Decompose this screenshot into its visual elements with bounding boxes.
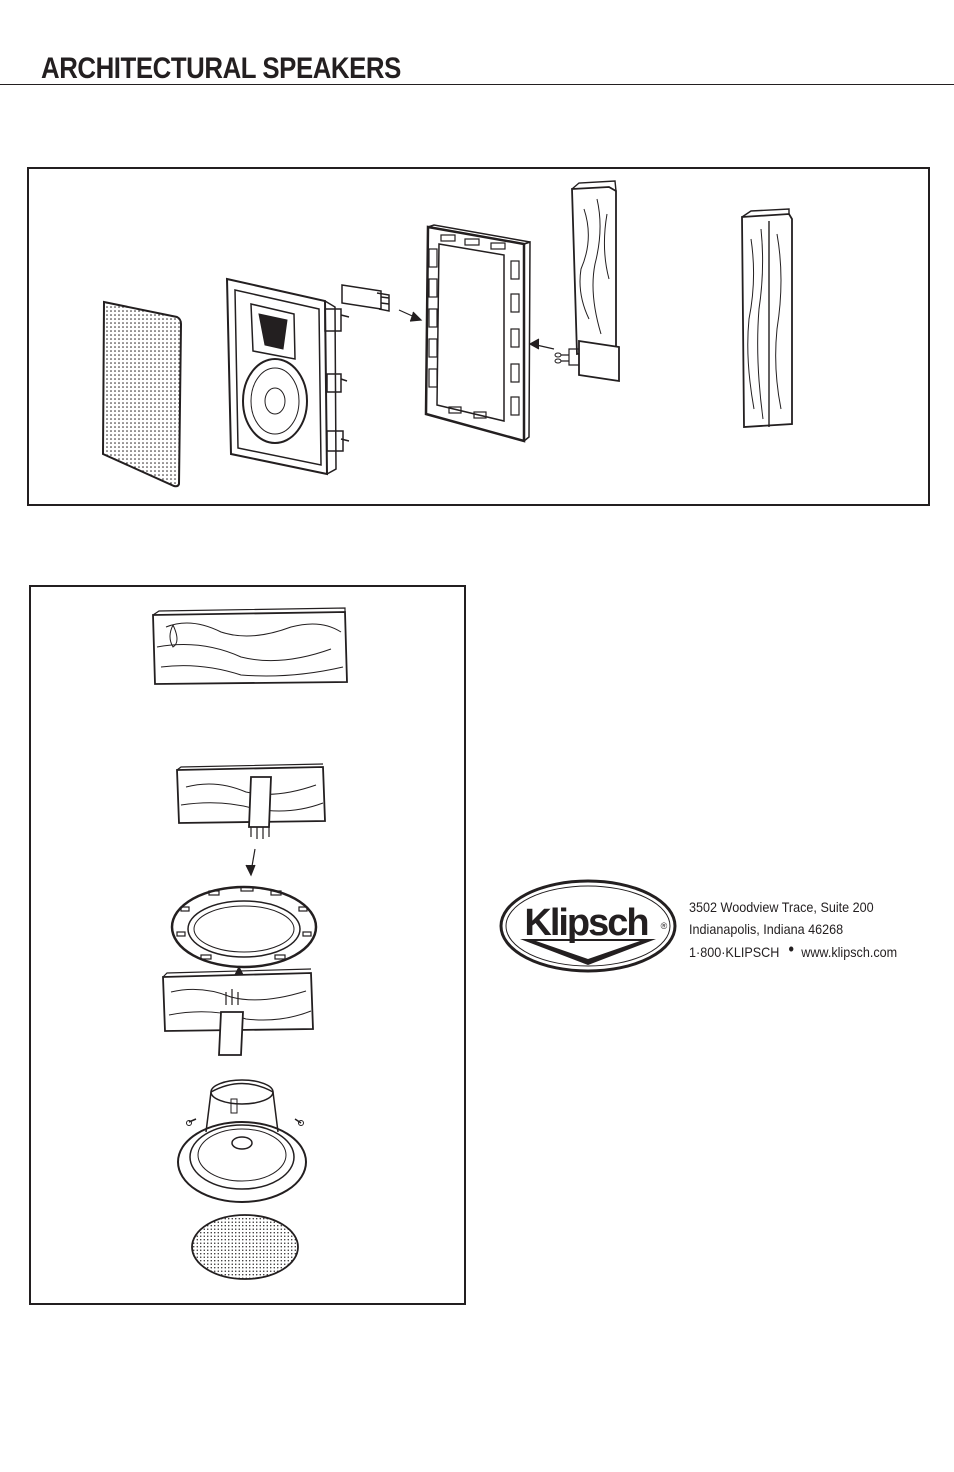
arrow-left bbox=[528, 338, 555, 350]
registered-mark: ® bbox=[661, 921, 668, 931]
website-link[interactable]: www.klipsch.com bbox=[801, 944, 898, 960]
round-grille bbox=[191, 1214, 299, 1280]
in-ceiling-exploded-illustration bbox=[152, 607, 348, 1280]
logo-wordmark: Klipsch bbox=[524, 902, 647, 944]
arrow-right bbox=[398, 309, 423, 322]
joist-with-clip bbox=[176, 763, 326, 839]
header-rule bbox=[0, 84, 954, 85]
in-wall-exploded-illustration bbox=[101, 180, 793, 488]
contact-block: 3502 Woodview Trace, Suite 200 Indianapo… bbox=[689, 896, 897, 963]
joist-with-clip-lower bbox=[162, 968, 314, 1056]
phone-website-line: 1·800·KLIPSCH • www.klipsch.com bbox=[689, 939, 898, 963]
rectangular-grille bbox=[101, 300, 183, 488]
in-ceiling-installation-diagram bbox=[29, 585, 466, 1305]
address-line2: Indianapolis, Indiana 46268 bbox=[689, 921, 844, 937]
phone-number: 1·800·KLIPSCH bbox=[689, 944, 780, 960]
arrow-down bbox=[245, 848, 256, 877]
ceiling-bracket-ring bbox=[170, 885, 318, 969]
bullet-separator: • bbox=[788, 939, 795, 959]
klipsch-logo: Klipsch ® bbox=[499, 879, 677, 973]
in-ceiling-speaker bbox=[177, 1079, 307, 1203]
mounting-clip bbox=[341, 284, 390, 312]
wall-stud bbox=[741, 208, 793, 428]
pre-construction-bracket bbox=[424, 224, 531, 443]
address-line1: 3502 Woodview Trace, Suite 200 bbox=[689, 899, 874, 915]
page-title: ARCHITECTURAL SPEAKERS bbox=[41, 52, 401, 85]
ceiling-joist bbox=[152, 607, 348, 685]
in-wall-speaker bbox=[225, 277, 350, 476]
wall-stud-with-clip bbox=[554, 180, 620, 383]
in-wall-installation-diagram bbox=[27, 167, 930, 506]
